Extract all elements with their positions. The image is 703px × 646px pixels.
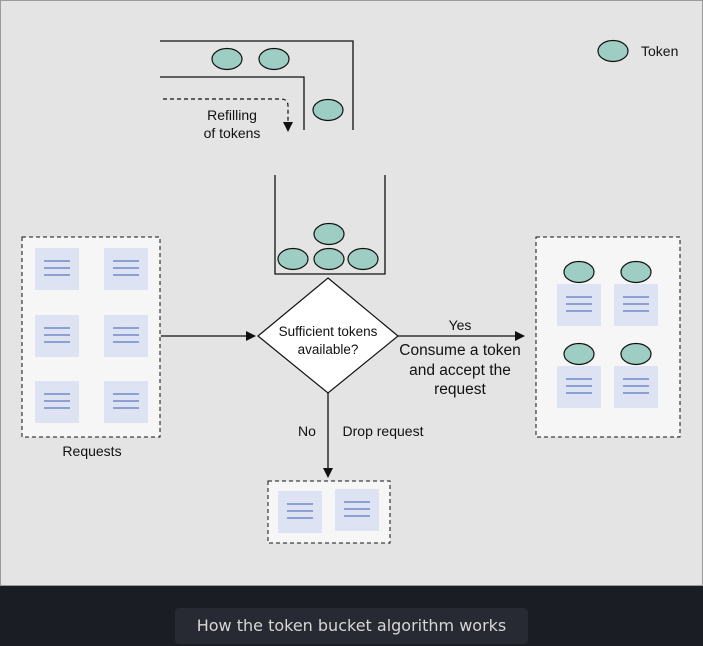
refill-pipe [160,40,354,130]
accept-action-line3: request [434,381,486,398]
figure-caption: How the token bucket algorithm works [175,608,528,644]
document-icon [556,283,602,327]
token-bucket [274,175,386,275]
document-icon [334,488,380,532]
document-icon [613,283,659,327]
accept-action-line2: and accept the [409,362,511,379]
token-icon [277,247,309,271]
document-icon [613,365,659,409]
document-icon [103,314,149,358]
token-icon [313,247,345,271]
token-icon [347,247,379,271]
token-icon [563,260,595,284]
legend-token-icon [597,39,629,63]
decision-line2: available? [298,342,359,357]
refill-label-line2: of tokens [204,125,261,141]
no-label: No [298,423,316,439]
token-icon [620,342,652,366]
requests-label: Requests [62,443,121,459]
document-icon [34,247,80,291]
token-icon [313,222,345,246]
token-icon [312,98,344,122]
document-icon [556,365,602,409]
yes-label: Yes [449,317,472,333]
accept-action-line1: Consume a token [399,342,521,359]
refill-label-line1: Refilling [207,107,257,123]
refill-arrow [163,98,293,132]
token-icon [563,342,595,366]
decision-line1: Sufficient tokens [279,324,378,339]
drop-request-label: Drop request [343,423,424,439]
token-icon [258,47,290,71]
document-icon [34,380,80,424]
document-icon [277,490,323,534]
legend-label: Token [641,43,678,59]
document-icon [103,380,149,424]
token-icon [211,47,243,71]
document-icon [103,247,149,291]
token-icon [620,260,652,284]
token-bucket-diagram: Refilling of tokens Token Requests Suffi… [21,39,681,544]
document-icon [34,314,80,358]
